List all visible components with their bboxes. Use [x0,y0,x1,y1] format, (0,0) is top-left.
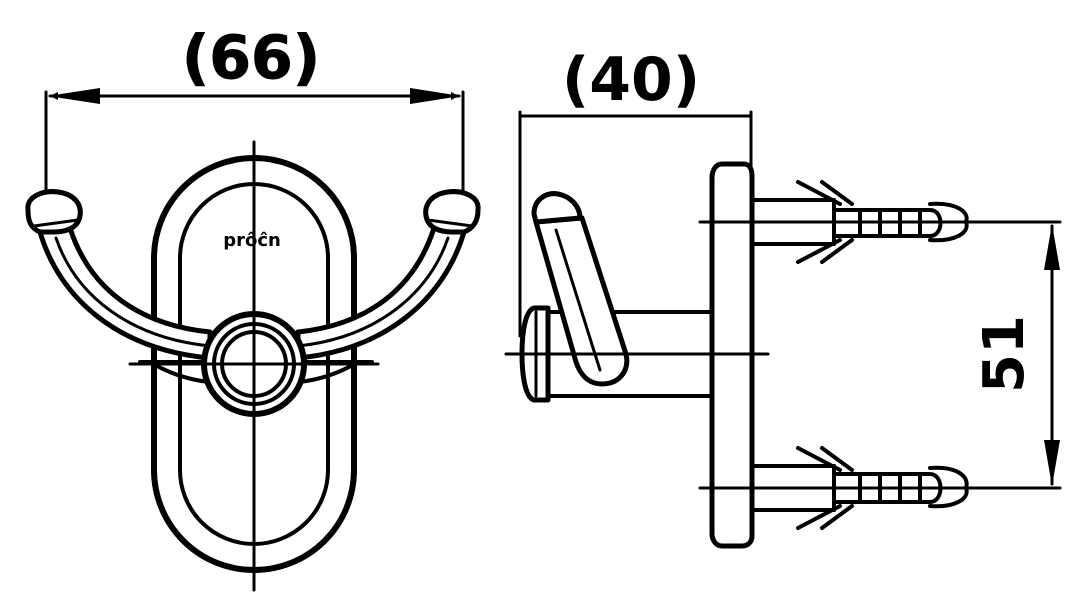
front-view: (66) prôĉn [25,23,481,592]
dimension-width-66 [44,88,465,194]
side-view: (40) [504,45,1062,549]
hook-arm-left [25,189,213,361]
dimension-anchor-spacing-label: 51 [972,315,1037,393]
dimension-width-label: (66) [182,23,320,93]
hook-arm-side [531,191,630,387]
hook-arm-right [295,189,481,361]
anchor-screw-top [750,180,969,264]
brand-logo: prôĉn [223,230,281,251]
dimension-depth-label: (40) [562,45,700,115]
dimension-anchor-spacing-51 [1044,224,1060,486]
dimension-depth-40 [518,110,753,338]
